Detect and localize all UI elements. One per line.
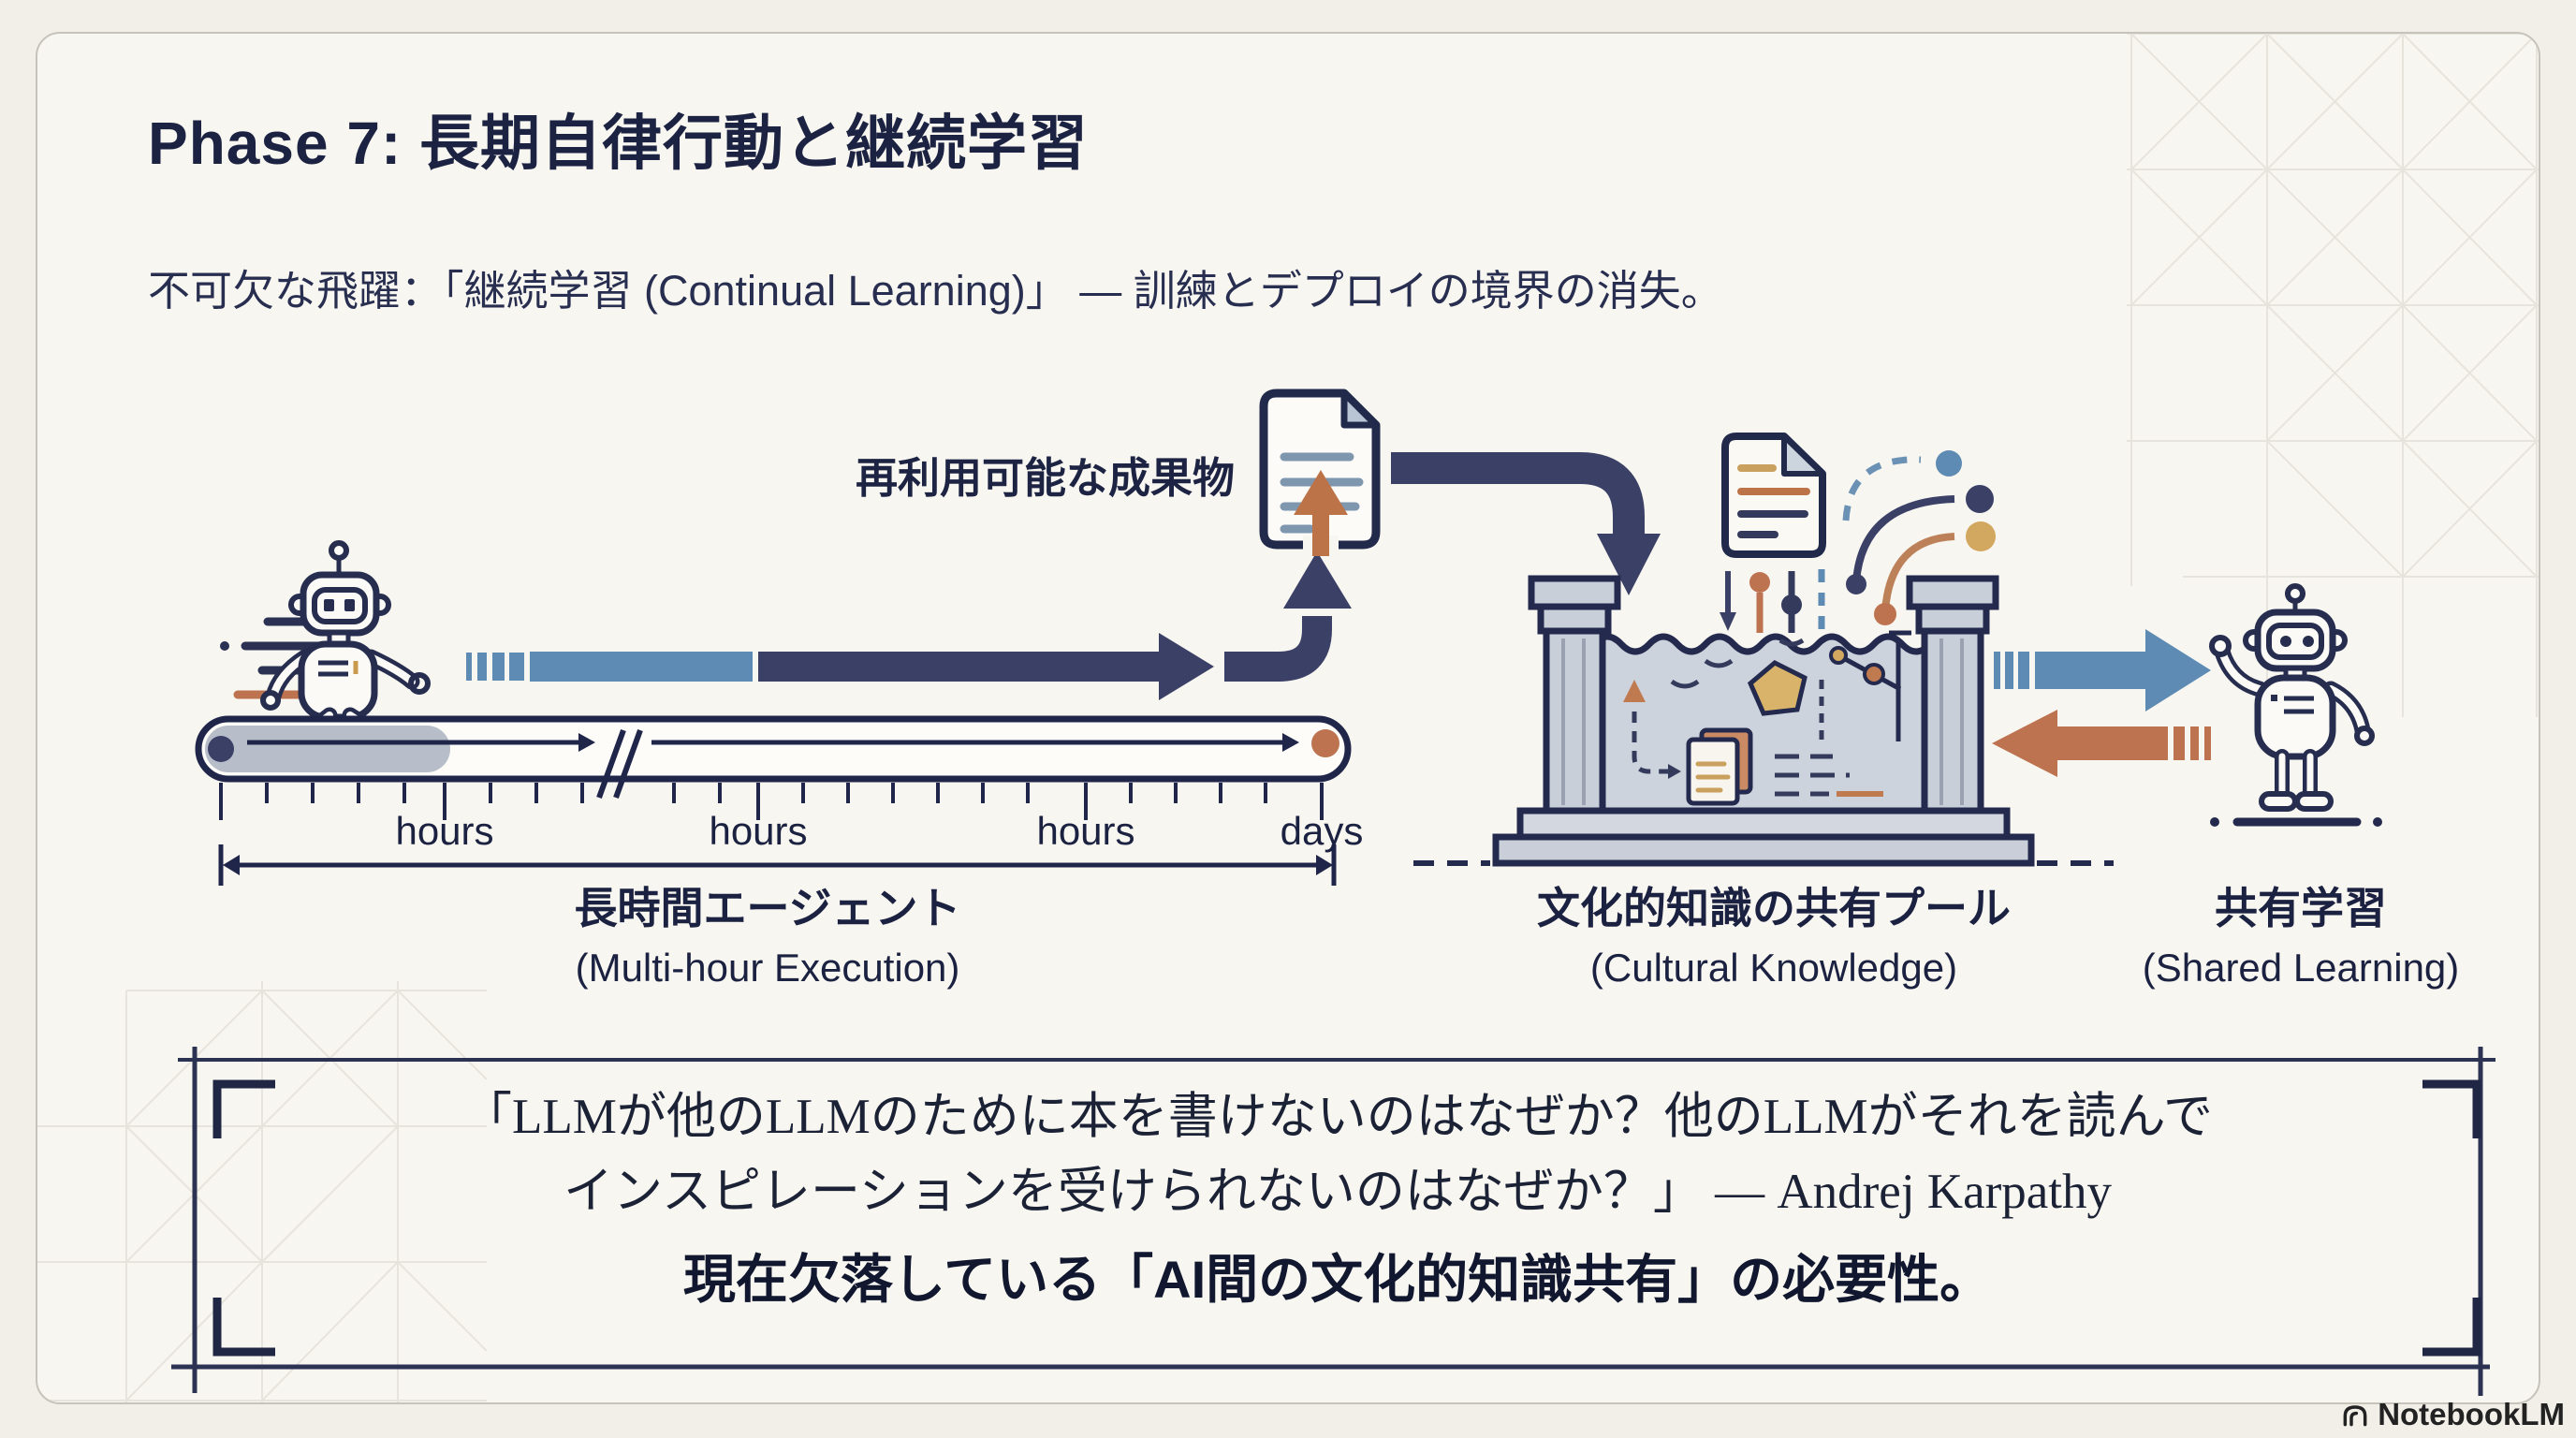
slide-card: Phase 7: 長期自律行動と継続学習 不可欠な飛躍：「継続学習 (Conti… [36,32,2540,1404]
pool-label-en: (Cultural Knowledge) [1589,946,1958,990]
artifact-document-icon [1259,389,1381,556]
page-title: Phase 7: 長期自律行動と継続学習 [148,110,1090,177]
notebooklm-brand: NotebookLM [2340,1397,2565,1432]
shared-label-en: (Shared Learning) [2142,946,2460,990]
pool-document-icon [1721,433,1826,558]
knowledge-pool-icon [1413,575,2114,867]
tick-label-hours-2: hours [709,809,808,853]
agent-label: 長時間エージェント (Multi-hour Execution) [574,874,960,990]
slide-subtitle: 不可欠な飛躍：「継続学習 (Continual Learning)」 — 訓練と… [148,267,1723,315]
timeline-track [195,715,1352,820]
shared-label: 共有学習 (Shared Learning) [2143,874,2460,990]
pool-label: 文化的知識の共有プール (Cultural Knowledge) [1537,874,2011,990]
quote-emphasis: 現在欠落している「AI間の文化的知識共有」の必要性。 [682,1250,1993,1309]
pool-label-jp: 文化的知識の共有プール [1537,884,2011,932]
share-out-arrow [1994,629,2211,712]
knowledge-inflow-nodes [1720,450,1996,633]
robot-waving-icon [2209,583,2382,827]
artifact-to-pool-arrow [1391,452,1661,595]
tick-label-days: days [1280,809,1364,853]
notebooklm-logo-icon [2343,1405,2367,1427]
quote-line-1: 「LLMが他のLLMのために本を書けないのはなぜか？他のLLMがそれを読んで [462,1090,2213,1144]
robot-walking-icon [260,540,431,738]
agent-label-jp: 長時間エージェント [574,884,961,932]
contribute-back-arrow [1992,710,2211,777]
notebooklm-brand-text: NotebookLM [2378,1397,2565,1431]
speed-lines-icon [220,617,342,699]
artifact-label: 再利用可能な成果物 [856,454,1236,502]
agent-label-en: (Multi-hour Execution) [575,946,960,990]
tick-label-hours-1: hours [395,809,494,853]
corner-pattern-top-right [2127,34,2539,717]
shared-label-jp: 共有学習 [2214,884,2387,932]
execution-flow-arrow [466,551,1352,700]
quote-line-2: インスピレーションを受けられないのはなぜか？」 — Andrej Karpath… [564,1165,2112,1219]
tick-label-hours-3: hours [1036,809,1135,853]
